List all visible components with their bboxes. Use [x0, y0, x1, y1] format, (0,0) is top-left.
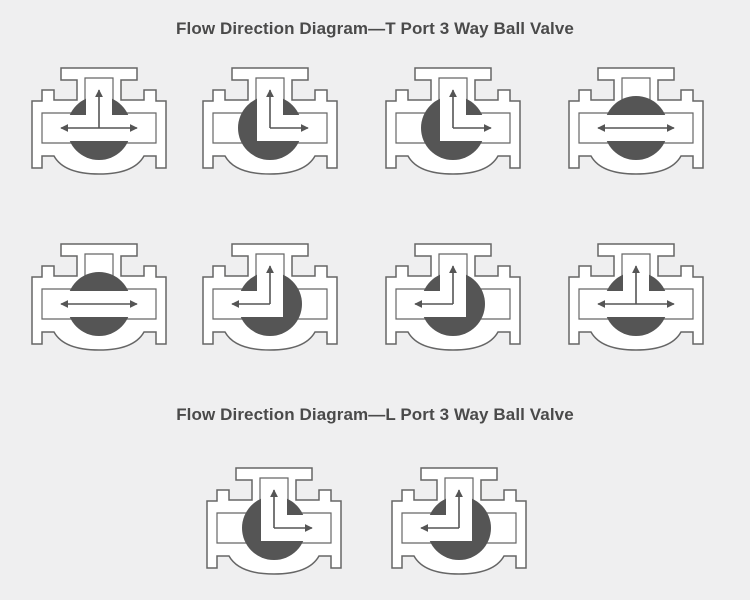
t-port-section-title: Flow Direction Diagram—T Port 3 Way Ball… — [176, 19, 574, 38]
l-port-section-title: Flow Direction Diagram—L Port 3 Way Ball… — [176, 405, 574, 424]
t-port-valve-1 — [31, 67, 167, 175]
l-port-valve-3 — [385, 67, 521, 175]
t-port-valve-8 — [568, 243, 704, 351]
l-port-valve-9 — [206, 467, 342, 575]
l-port-valve-10 — [391, 467, 527, 575]
l-port-valve-2 — [202, 67, 338, 175]
t-port-valve-5 — [31, 243, 167, 351]
t-port-valve-4 — [568, 67, 704, 175]
l-port-valve-7 — [385, 243, 521, 351]
l-port-valve-6 — [202, 243, 338, 351]
